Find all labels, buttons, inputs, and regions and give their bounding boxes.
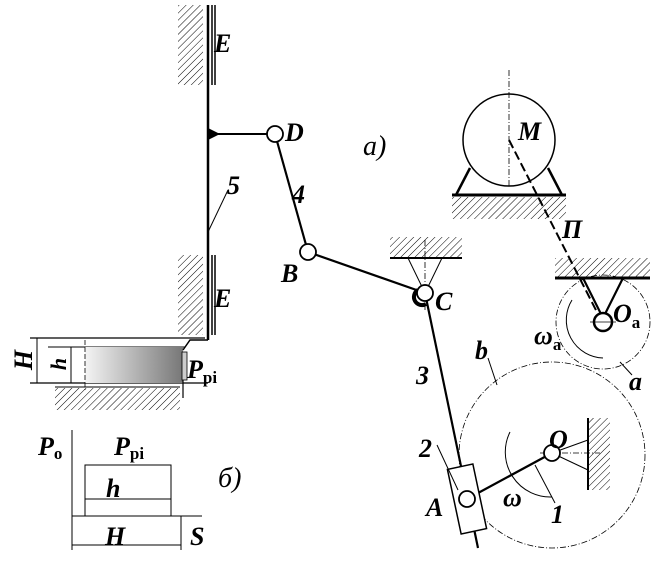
joint-A: [458, 490, 476, 508]
belt-П: [508, 139, 601, 319]
graph-label-Ppi: Ppi: [113, 432, 144, 463]
crank-1: [466, 452, 553, 500]
graph-label-H: H: [104, 522, 126, 551]
joint-B: [299, 243, 317, 261]
guide-upper: [178, 5, 216, 85]
guide-lower: [178, 255, 216, 335]
link-BC: [307, 250, 426, 295]
label-omega: ω: [503, 483, 522, 512]
graph-b: [71, 430, 202, 550]
label-Ppi-press: Ppi: [186, 355, 217, 387]
label-B: B: [280, 259, 298, 288]
label-Oa: Oa: [613, 299, 641, 332]
label-link-1: 1: [551, 500, 564, 529]
label-D: D: [284, 118, 304, 147]
gear-b: [458, 357, 646, 549]
joint-D: [266, 125, 284, 143]
label-E-bottom: E: [213, 284, 231, 313]
label-omega-a: ωa: [534, 321, 562, 354]
press-die: [30, 337, 208, 410]
label-h-vertical: h: [46, 358, 71, 370]
label-link-2: 2: [418, 434, 432, 463]
label-a: a: [629, 367, 642, 396]
label-C: C: [435, 287, 453, 316]
label-link-3: 3: [415, 361, 429, 390]
motor-M: [452, 70, 566, 219]
label-belt: П: [561, 215, 583, 244]
link-4: [273, 133, 310, 253]
graph-label-S: S: [190, 522, 204, 551]
graph-label-h: h: [106, 474, 120, 503]
label-O: O: [549, 425, 568, 454]
gear-a: [555, 258, 651, 376]
label-link-5: 5: [227, 171, 240, 200]
joint-C: [416, 284, 434, 302]
label-A: A: [424, 493, 443, 522]
label-part-a: а): [363, 131, 386, 162]
label-H-vertical: H: [9, 349, 38, 371]
joint-O: [543, 444, 561, 462]
label-E-top: E: [213, 29, 231, 58]
label-M: M: [517, 117, 542, 146]
label-part-b: б): [218, 463, 241, 494]
label-link-4: 4: [291, 180, 305, 209]
label-b: b: [475, 336, 488, 365]
graph-label-P0: Po: [37, 432, 62, 463]
